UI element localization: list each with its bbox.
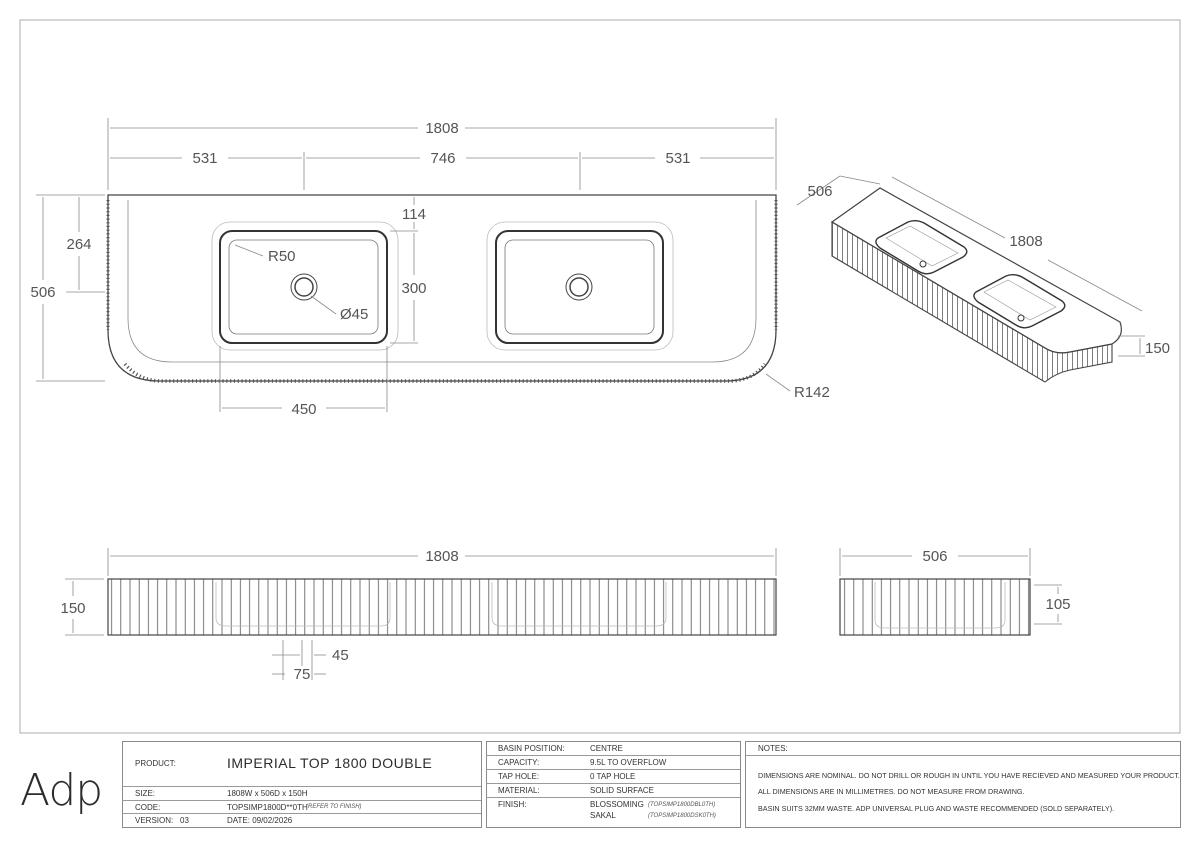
dim-front-flute-b: 75 bbox=[294, 666, 311, 683]
dim-plan-waste-dia: Ø45 bbox=[340, 306, 368, 323]
code-note: (REFER TO FINISH) bbox=[306, 804, 362, 810]
finish-1: BLOSSOMING bbox=[590, 800, 644, 809]
dim-plan-depth-overall: 506 bbox=[30, 284, 55, 301]
dim-plan-back-offset: 114 bbox=[402, 206, 426, 223]
spec-box bbox=[486, 741, 741, 828]
finish-2: SAKAL bbox=[590, 811, 616, 820]
dim-iso-height: 150 bbox=[1145, 340, 1170, 357]
dim-plan-basin-depth: 300 bbox=[401, 280, 426, 297]
dim-side-depth: 506 bbox=[922, 548, 947, 565]
isometric-view: 506 1808 150 bbox=[796, 175, 1170, 383]
code-label: CODE: bbox=[135, 803, 161, 812]
dim-iso-depth: 506 bbox=[807, 183, 832, 200]
basin-position-value: CENTRE bbox=[590, 744, 623, 753]
scallop-front bbox=[123, 362, 767, 383]
note-1: DIMENSIONS ARE NOMINAL. DO NOT DRILL OR … bbox=[758, 771, 1180, 780]
dim-iso-width: 1808 bbox=[1009, 233, 1042, 250]
date-value: DATE: 09/02/2026 bbox=[227, 816, 293, 825]
note-3: BASIN SUITS 32MM WASTE. ADP UNIVERSAL PL… bbox=[758, 804, 1115, 813]
dim-plan-total-width: 1808 bbox=[425, 120, 458, 137]
product-name: IMPERIAL TOP 1800 DOUBLE bbox=[227, 755, 433, 771]
adp-logo: Adp bbox=[20, 765, 103, 816]
material-value: SOLID SURFACE bbox=[590, 786, 655, 795]
dim-side-height: 105 bbox=[1045, 596, 1070, 613]
note-2: ALL DIMENSIONS ARE IN MILLIMETRES. DO NO… bbox=[758, 787, 1025, 796]
capacity-value: 9.5L TO OVERFLOW bbox=[590, 758, 667, 767]
front-elevation: 1808 150 45 75 bbox=[60, 548, 777, 683]
product-label: PRODUCT: bbox=[135, 759, 176, 768]
side-elevation: 506 105 bbox=[839, 548, 1071, 636]
finish-label: FINISH: bbox=[498, 800, 527, 809]
size-value: 1808W x 506D x 150H bbox=[227, 789, 308, 798]
material-label: MATERIAL: bbox=[498, 786, 540, 795]
notes-box bbox=[745, 741, 1181, 828]
dim-plan-basin-radius: R50 bbox=[268, 248, 296, 265]
dim-plan-center: 746 bbox=[430, 150, 455, 167]
tap-hole-value: 0 TAP HOLE bbox=[590, 772, 636, 781]
plan-view: 1808 531 746 531 506 264 bbox=[30, 118, 830, 418]
product-info-box bbox=[122, 741, 482, 828]
tap-hole-label: TAP HOLE: bbox=[498, 772, 540, 781]
capacity-label: CAPACITY: bbox=[498, 758, 540, 767]
dim-front-width: 1808 bbox=[425, 548, 458, 565]
dim-plan-basin-width: 450 bbox=[291, 401, 316, 418]
finish-1-code: (TOPSIMP1800DBL0TH) bbox=[648, 802, 716, 808]
dim-plan-corner-radius: R142 bbox=[794, 384, 830, 401]
finish-2-code: (TOPSIMP1800DSK0TH) bbox=[648, 813, 716, 819]
dim-front-height: 150 bbox=[60, 600, 85, 617]
dim-plan-side-right: 531 bbox=[665, 150, 690, 167]
version-value: 03 bbox=[180, 816, 189, 825]
dim-front-flute-a: 45 bbox=[332, 647, 349, 664]
basin-position-label: BASIN POSITION: bbox=[498, 744, 565, 753]
dim-plan-depth-front: 264 bbox=[66, 236, 91, 253]
dim-plan-side-left: 531 bbox=[192, 150, 217, 167]
version-label: VERSION: bbox=[135, 816, 174, 825]
drawing-frame bbox=[19, 19, 1181, 734]
size-label: SIZE: bbox=[135, 789, 156, 798]
notes-label: NOTES: bbox=[758, 744, 788, 753]
code-value: TOPSIMP1800D**0TH bbox=[227, 803, 308, 812]
